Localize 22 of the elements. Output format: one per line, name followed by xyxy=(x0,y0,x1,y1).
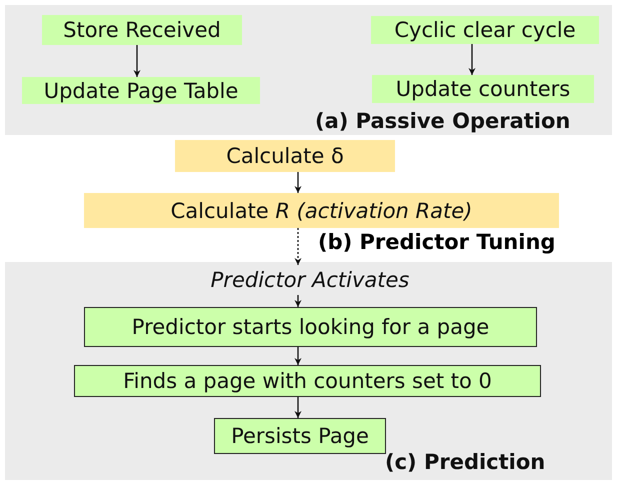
section-caption: (b) Predictor Tuning xyxy=(318,230,556,254)
process-box: Finds a page with counters set to 0 xyxy=(74,365,541,397)
process-box: Persists Page xyxy=(214,418,386,454)
arrow xyxy=(294,228,302,265)
panel-heading: (a) Passive Operation xyxy=(315,109,570,133)
arrow xyxy=(468,44,476,75)
process-box: Predictor starts looking for a page xyxy=(84,307,537,347)
arrow xyxy=(294,347,302,365)
arrow xyxy=(294,295,302,307)
arrow xyxy=(294,397,302,418)
group-panel xyxy=(5,5,612,135)
step-box: Update Page Table xyxy=(22,77,260,104)
arrow xyxy=(134,45,140,77)
step-box: Calculate δ xyxy=(175,140,395,172)
panel-heading: (c) Prediction xyxy=(385,450,546,474)
group-panel xyxy=(5,262,612,480)
step-box: Calculate R (activation Rate) xyxy=(84,193,559,228)
step-text: Predictor Activates xyxy=(186,265,434,295)
step-box: Update counters xyxy=(372,75,594,103)
step-box: Cyclic clear cycle xyxy=(371,16,599,44)
arrow xyxy=(294,172,302,193)
step-box: Store Received xyxy=(42,15,242,45)
